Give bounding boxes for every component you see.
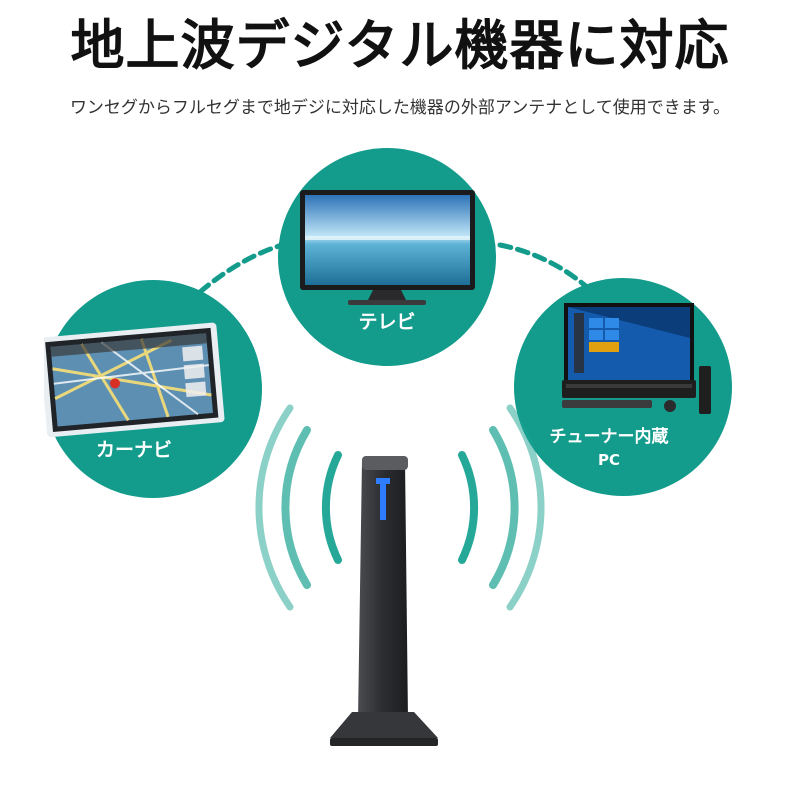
connector-left-line bbox=[197, 242, 285, 295]
signal-wave-left-inner bbox=[321, 451, 342, 564]
signal-wave-left-middle bbox=[281, 426, 311, 589]
pc-device-circle: チューナー内蔵 PC bbox=[514, 278, 732, 496]
connector-right-line bbox=[497, 242, 591, 291]
signal-wave-right-inner bbox=[458, 451, 479, 564]
signal-wave-right-middle bbox=[489, 426, 519, 589]
carnavi-label: カーナビ bbox=[95, 439, 172, 461]
pc-label-line1: チューナー内蔵 bbox=[549, 427, 669, 447]
tv-icon bbox=[300, 190, 475, 305]
tv-device-circle: テレビ bbox=[278, 148, 496, 366]
desktop-pc-icon bbox=[562, 303, 711, 414]
pc-label-line2: PC bbox=[597, 451, 620, 469]
tv-label: テレビ bbox=[358, 311, 416, 333]
signal-wave-left-outer bbox=[255, 404, 294, 611]
signal-wave-right-outer bbox=[506, 404, 545, 611]
car-navigation-icon bbox=[44, 322, 225, 438]
carnavi-device-circle: カーナビ bbox=[44, 280, 262, 498]
page-subtitle: ワンセグからフルセグまで地デジに対応した機器の外部アンテナとして使用できます。 bbox=[69, 98, 731, 118]
page-title: 地上波デジタル機器に対応 bbox=[70, 14, 730, 77]
